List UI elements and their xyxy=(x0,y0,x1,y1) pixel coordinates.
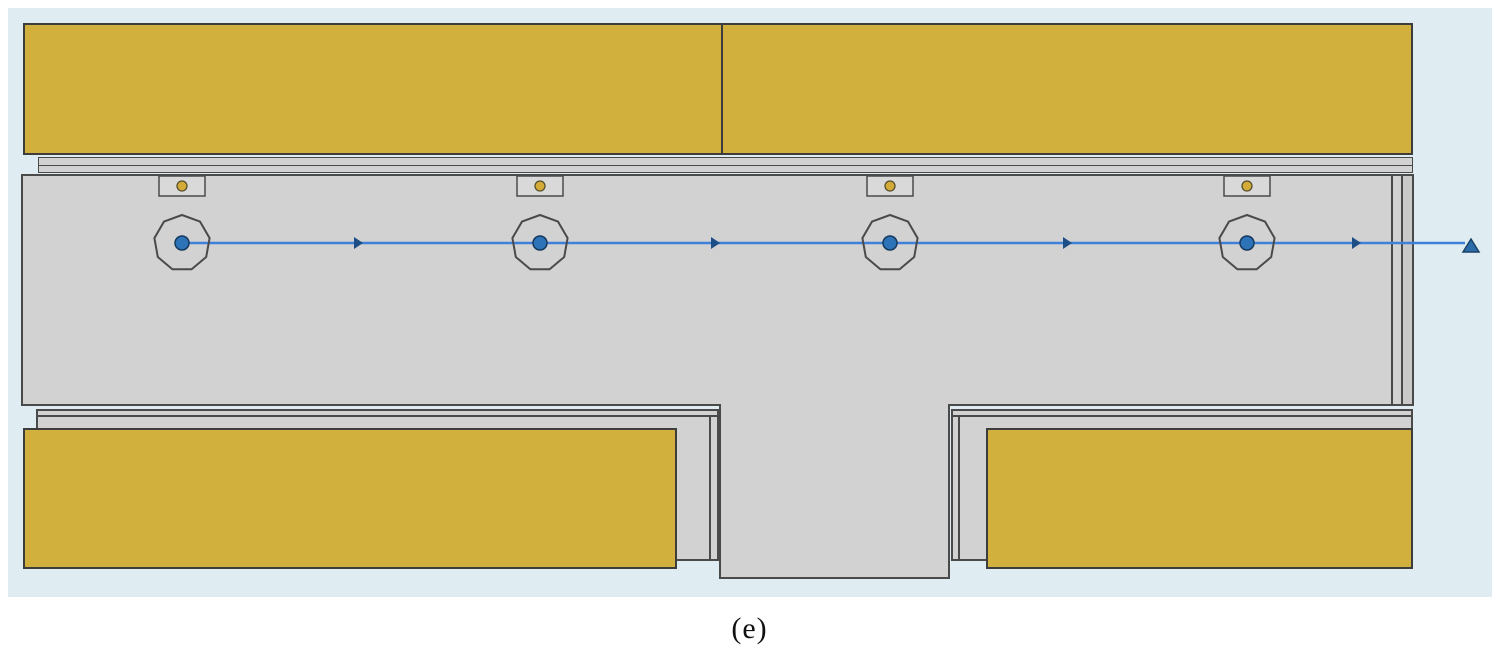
corridor-floor xyxy=(21,174,1414,406)
room-right-inner-edge-horizontal xyxy=(952,415,1412,417)
wall-bottom-right xyxy=(986,428,1413,569)
room-right-inner-edge-vertical xyxy=(958,415,960,560)
doorway-frame-line xyxy=(1401,176,1403,404)
wall-top-right xyxy=(721,23,1413,155)
wall-top-left xyxy=(23,23,723,155)
room-left-inner-edge-vertical xyxy=(709,415,711,560)
doorway-frame-line xyxy=(1391,176,1393,404)
room-left-inner-edge-horizontal xyxy=(37,415,718,417)
figure-caption: (e) xyxy=(731,612,768,645)
corridor-end-doorway xyxy=(1403,176,1412,404)
corridor-stem-junction xyxy=(719,404,950,579)
wall-bottom-left xyxy=(23,428,677,569)
top-rail-inner xyxy=(38,165,1413,173)
